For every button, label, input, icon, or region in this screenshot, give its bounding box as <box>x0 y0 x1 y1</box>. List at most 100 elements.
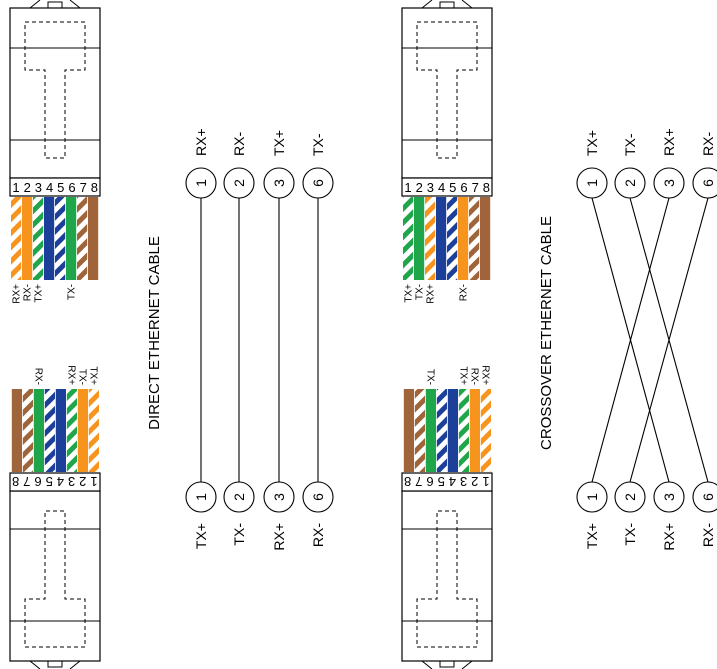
top-pin-circle <box>653 167 685 199</box>
pin-number: 5 <box>57 180 64 195</box>
crossover-cable-caption: CROSSOVER ETHERNET CABLE <box>538 216 555 450</box>
bottom-pin-circle <box>302 481 334 513</box>
bottom-signal-label: TX+ <box>193 523 209 549</box>
wire-brown <box>11 389 22 472</box>
top-signal-label: TX+ <box>584 130 600 156</box>
pin-number: 3 <box>427 180 434 195</box>
top-pin-circle <box>185 167 217 199</box>
top-signal-label: TX- <box>310 133 326 156</box>
pin-circle-number: 1 <box>193 179 209 187</box>
pin-number: 4 <box>57 474 64 489</box>
wire-green <box>425 389 436 472</box>
pin-circle-number: 3 <box>271 179 287 187</box>
connector-housing <box>9 7 101 179</box>
wire-white-brown <box>22 389 33 472</box>
connector-pin-strip <box>401 177 493 197</box>
pin-number: 4 <box>46 180 53 195</box>
bottom-pin-circle <box>185 481 217 513</box>
pin-number: 8 <box>91 180 98 195</box>
direct-cable-caption: DIRECT ETHERNET CABLE <box>146 236 163 430</box>
wire-white-green <box>33 197 44 280</box>
bottom-signal-label: RX+ <box>271 523 287 551</box>
pin-number: 1 <box>12 180 19 195</box>
bottom-pin-circle <box>692 481 717 513</box>
pin-number: 4 <box>438 180 445 195</box>
pin-circle-number: 3 <box>661 493 677 501</box>
pin-number: 1 <box>404 180 411 195</box>
wire-blue <box>44 197 55 280</box>
wire-brown <box>480 197 491 280</box>
pin-number: 6 <box>68 180 75 195</box>
pin-circle-number: 1 <box>584 493 600 501</box>
connector-housing <box>401 490 493 662</box>
wire-green <box>414 197 425 280</box>
wire-white-orange <box>425 197 436 280</box>
connector-latch <box>416 510 478 648</box>
wire-pin-label: RX- <box>468 368 479 385</box>
pin-number: 1 <box>90 474 97 489</box>
top-pin-circle <box>614 167 646 199</box>
connector-latch <box>416 21 478 159</box>
pin-circle-number: 1 <box>584 179 600 187</box>
bottom-signal-label: TX+ <box>584 523 600 549</box>
crossed-wire <box>629 197 709 483</box>
wire-white-green <box>458 389 469 472</box>
wire-brown <box>88 197 99 280</box>
top-signal-label: TX- <box>622 133 638 156</box>
pin-circle-number: 2 <box>622 493 638 501</box>
connector-pin-strip <box>9 177 101 197</box>
bottom-signal-label: RX- <box>310 523 326 547</box>
top-pin-circle <box>692 167 717 199</box>
pin-circle-number: 6 <box>700 179 716 187</box>
crossed-wire <box>591 197 670 483</box>
pin-number: 5 <box>449 180 456 195</box>
pin-number: 6 <box>34 474 41 489</box>
wire-white-brown <box>469 197 480 280</box>
wire-pin-label: RX+ <box>12 284 23 304</box>
pin-circle-number: 2 <box>231 179 247 187</box>
wire-orange <box>77 389 88 472</box>
bottom-pin-circle <box>653 481 685 513</box>
wire-white-blue <box>436 389 447 472</box>
pin-number: 3 <box>68 474 75 489</box>
wire-orange <box>22 197 33 280</box>
top-pin-circle <box>576 167 608 199</box>
wire-green <box>33 389 44 472</box>
wire-blue <box>55 389 66 472</box>
pin-number: 2 <box>79 474 86 489</box>
wire-white-green <box>66 389 77 472</box>
bottom-signal-label: RX- <box>700 523 716 547</box>
wire-blue <box>436 197 447 280</box>
bottom-pin-circle <box>263 481 295 513</box>
wire-pin-label: RX- <box>23 284 34 301</box>
pin-number: 4 <box>449 474 456 489</box>
wire-white-blue <box>55 197 66 280</box>
pin-number: 6 <box>426 474 433 489</box>
pin-number: 3 <box>35 180 42 195</box>
pin-number: 7 <box>80 180 87 195</box>
pin-circle-number: 3 <box>661 179 677 187</box>
connector-pin-strip <box>401 472 493 492</box>
bottom-signal-label: TX- <box>622 523 638 546</box>
wire-pin-label: TX+ <box>404 284 415 303</box>
wire-pin-label: TX+ <box>457 366 468 385</box>
top-signal-label: TX+ <box>271 130 287 156</box>
pin-circle-number: 2 <box>231 493 247 501</box>
bottom-pin-circle <box>576 481 608 513</box>
wire-pin-label: RX+ <box>426 284 437 304</box>
wire-white-blue <box>447 197 458 280</box>
pin-circle-number: 6 <box>310 493 326 501</box>
wire-white-orange <box>480 389 491 472</box>
pin-circle-number: 6 <box>310 179 326 187</box>
top-signal-label: RX+ <box>661 128 677 156</box>
top-signal-label: RX- <box>231 132 247 156</box>
bottom-signal-label: RX+ <box>661 523 677 551</box>
pin-number: 8 <box>404 474 411 489</box>
connector-latch <box>24 21 86 159</box>
